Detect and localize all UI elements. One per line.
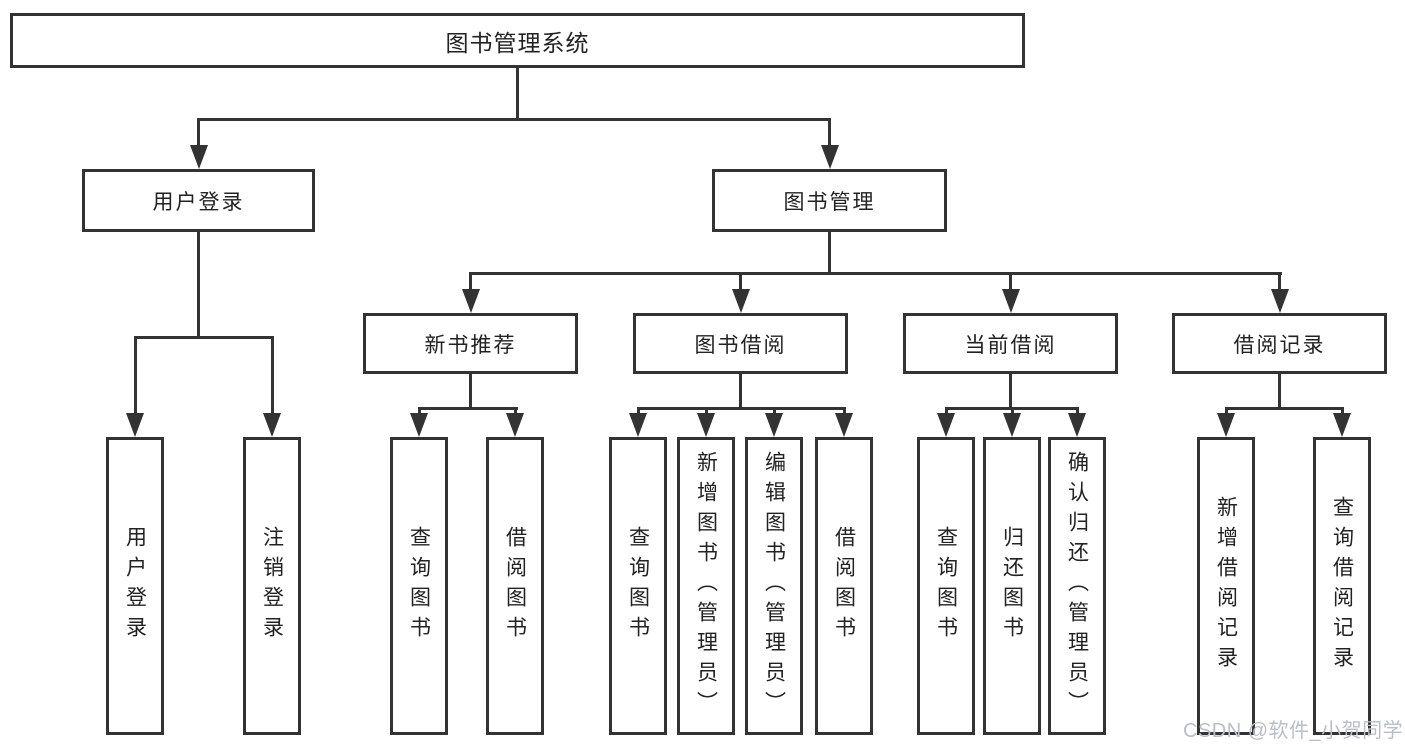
connector-line [1011, 407, 1014, 415]
arrow-down-icon [732, 289, 750, 313]
connector-line [1341, 407, 1344, 415]
arrow-down-icon [190, 145, 208, 169]
node-label: 图书借阅 [694, 333, 787, 357]
connector-line [514, 407, 517, 415]
arrow-down-icon [263, 413, 281, 437]
leaf-add-books-admin: 新增图书（管理员） [677, 437, 735, 735]
leaf-label: 新增图书（管理员） [694, 451, 718, 721]
leaf-borrow-books: 借阅图书 [815, 437, 873, 735]
connector-line [1076, 407, 1079, 415]
node-label: 当前借阅 [964, 333, 1057, 357]
leaf-label: 归还图书 [1000, 526, 1024, 646]
arrow-down-icon [629, 413, 647, 437]
leaf-borrow-books-recommend: 借阅图书 [486, 437, 544, 735]
connector-line [469, 374, 472, 410]
leaf-query-borrow-record: 查询借阅记录 [1313, 437, 1371, 735]
leaf-user-login: 用户登录 [106, 437, 164, 735]
node-label: 用户登录 [152, 190, 245, 214]
connector-line [828, 232, 831, 275]
arrow-down-icon [821, 145, 839, 169]
node-book-management: 图书管理 [712, 169, 947, 232]
leaf-label: 借阅图书 [503, 526, 527, 646]
connector-line [1009, 275, 1012, 291]
connector-line [134, 339, 137, 413]
connector-line [134, 336, 274, 339]
leaf-edit-books-admin: 编辑图书（管理员） [745, 437, 803, 735]
arrow-down-icon [1002, 289, 1020, 313]
arrow-down-icon [937, 413, 955, 437]
node-current-borrowing: 当前借阅 [903, 313, 1118, 374]
node-new-book-recommend: 新书推荐 [363, 313, 578, 374]
leaf-label: 确认归还（管理员） [1065, 451, 1089, 721]
arrow-down-icon [126, 413, 144, 437]
connector-line [197, 232, 200, 336]
leaf-query-books-current: 查询图书 [917, 437, 975, 735]
connector-line [739, 374, 742, 410]
connector-line [418, 407, 421, 415]
leaf-label: 查询图书 [934, 526, 958, 646]
connector-line [1278, 275, 1281, 291]
arrow-down-icon [1333, 413, 1351, 437]
leaf-logout: 注销登录 [243, 437, 301, 735]
node-label: 图书管理系统 [445, 29, 590, 56]
leaf-label: 借阅图书 [832, 526, 856, 646]
arrow-down-icon [835, 413, 853, 437]
arrow-down-icon [462, 289, 480, 313]
connector-line [1225, 407, 1344, 410]
leaf-label: 查询图书 [407, 526, 431, 646]
connector-line [637, 407, 846, 410]
node-borrowing-records: 借阅记录 [1172, 313, 1387, 374]
connector-line [1225, 407, 1228, 415]
leaf-query-books-borrowing: 查询图书 [609, 437, 667, 735]
connector-line [197, 121, 200, 148]
node-label: 新书推荐 [424, 333, 517, 357]
leaf-return-books: 归还图书 [983, 437, 1041, 735]
arrow-down-icon [1217, 413, 1235, 437]
leaf-confirm-return-admin: 确认归还（管理员） [1048, 437, 1106, 735]
connector-line [469, 272, 1282, 275]
arrow-down-icon [765, 413, 783, 437]
node-root-library-system: 图书管理系统 [10, 13, 1025, 68]
arrow-down-icon [1271, 289, 1289, 313]
connector-line [197, 118, 831, 121]
node-book-borrowing: 图书借阅 [633, 313, 848, 374]
leaf-label: 新增借阅记录 [1214, 496, 1238, 676]
node-label: 图书管理 [783, 190, 876, 214]
leaf-label: 查询借阅记录 [1330, 496, 1354, 676]
connector-line [739, 275, 742, 291]
leaf-label: 查询图书 [626, 526, 650, 646]
connector-line [828, 121, 831, 148]
connector-line [1009, 374, 1012, 410]
leaf-query-books-recommend: 查询图书 [390, 437, 448, 735]
watermark: CSDN @软件_小贺同学 [1183, 720, 1404, 742]
connector-line [637, 407, 640, 415]
connector-line [773, 407, 776, 415]
node-user-login: 用户登录 [82, 169, 315, 232]
connector-line [945, 407, 948, 415]
arrow-down-icon [506, 413, 524, 437]
leaf-label: 编辑图书（管理员） [762, 451, 786, 721]
connector-line [271, 339, 274, 413]
node-label: 借阅记录 [1233, 333, 1326, 357]
connector-line [1278, 374, 1281, 410]
leaf-label: 注销登录 [260, 526, 284, 646]
connector-line [418, 407, 518, 410]
leaf-add-borrow-record: 新增借阅记录 [1197, 437, 1255, 735]
connector-line [843, 407, 846, 415]
leaf-label: 用户登录 [123, 526, 147, 646]
connector-line [705, 407, 708, 415]
arrow-down-icon [410, 413, 428, 437]
arrow-down-icon [697, 413, 715, 437]
arrow-down-icon [1003, 413, 1021, 437]
arrow-down-icon [1068, 413, 1086, 437]
connector-line [469, 275, 472, 291]
connector-line [516, 68, 519, 121]
